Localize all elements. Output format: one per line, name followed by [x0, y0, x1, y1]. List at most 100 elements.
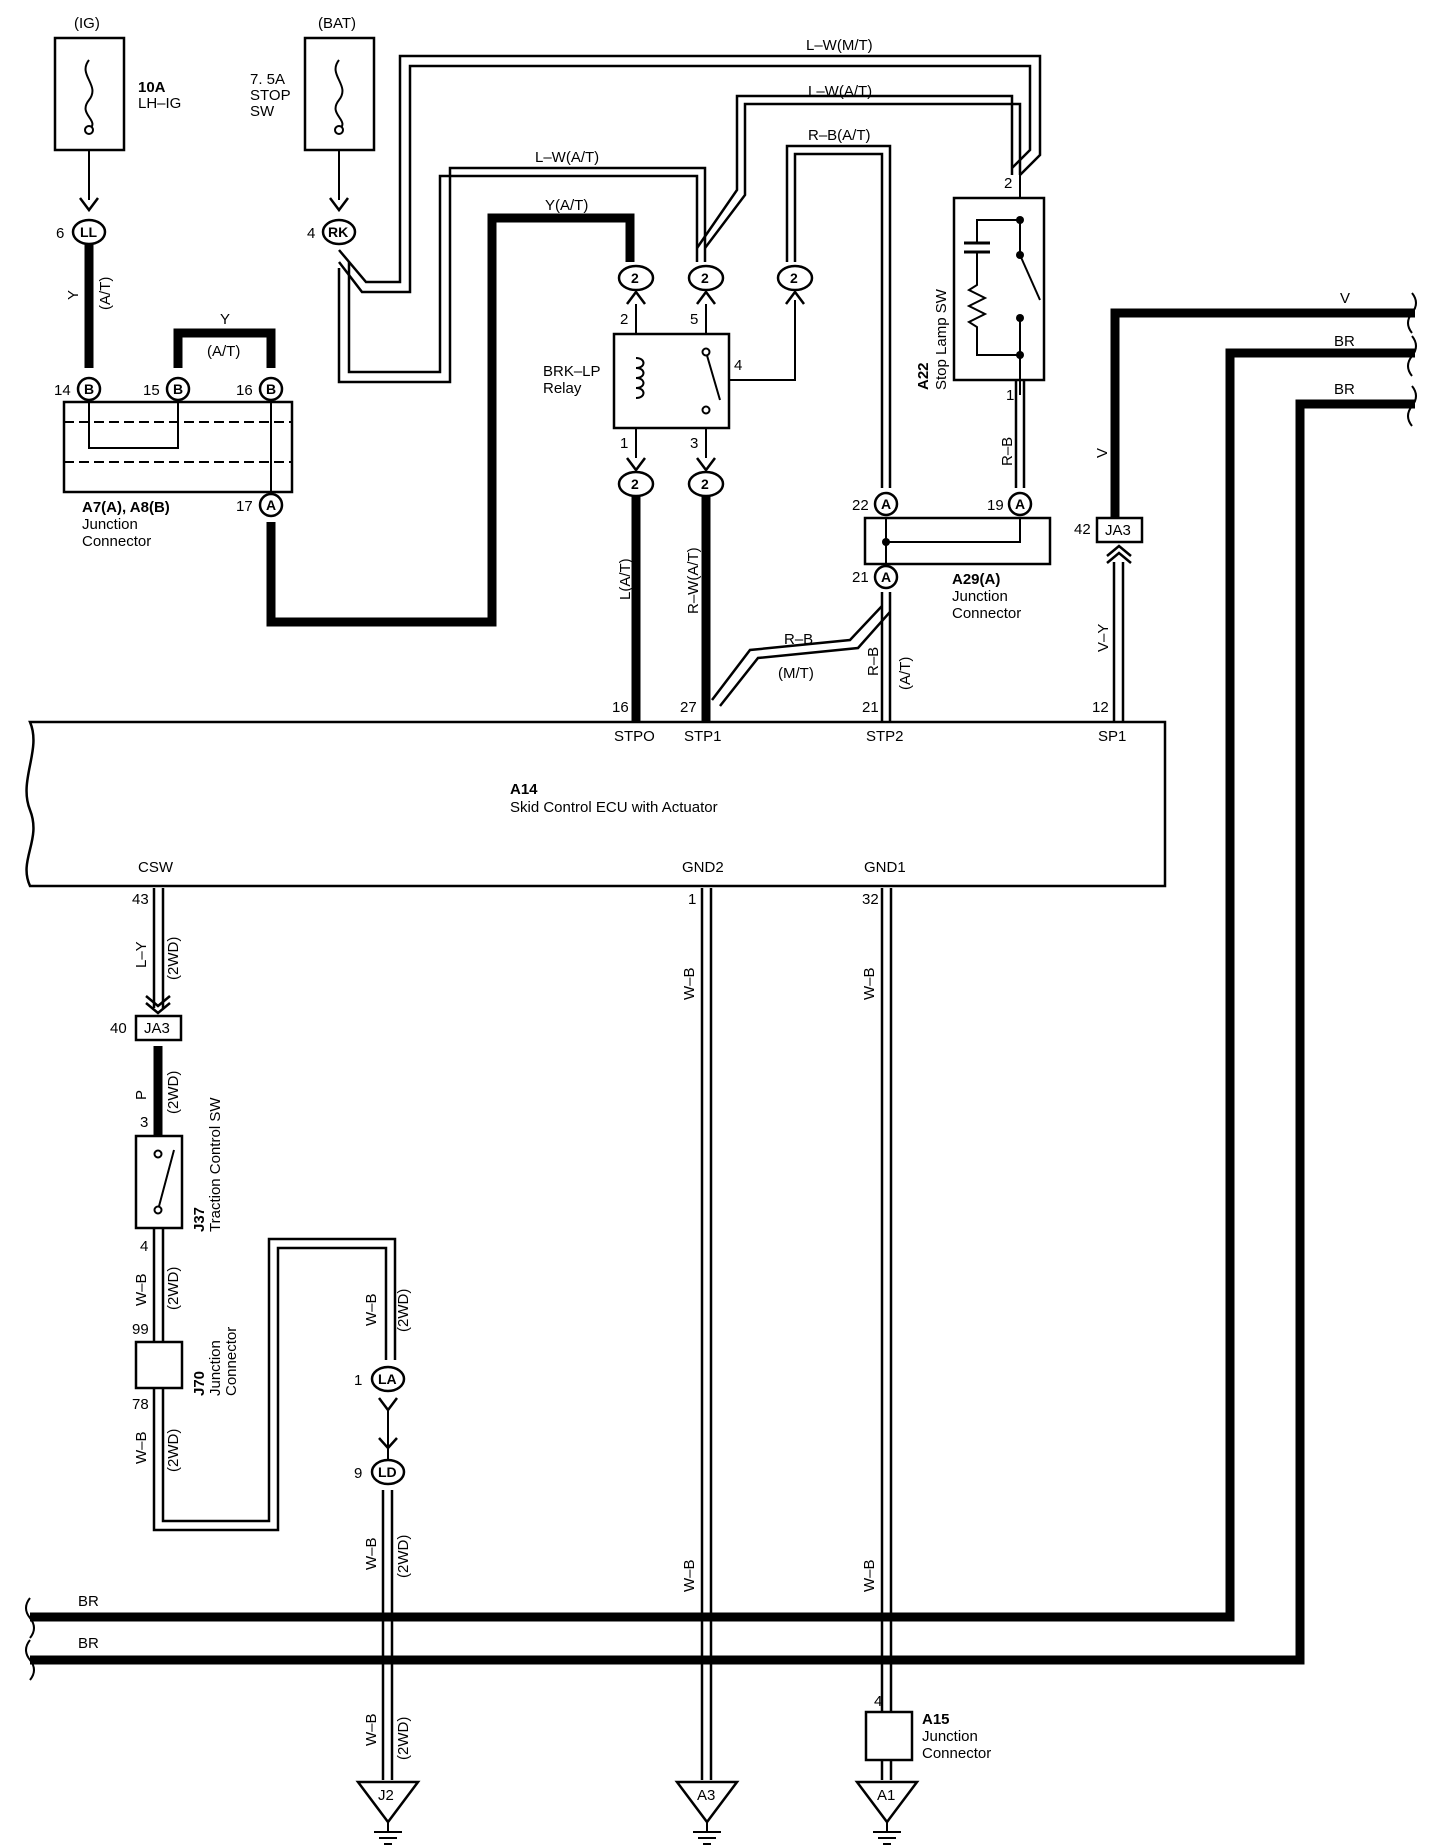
- arrow-down-icon: [145, 1002, 171, 1015]
- junction-a7-pin: [76, 376, 102, 402]
- relay-pin: 3: [690, 435, 698, 452]
- wire-lw-mt-inner: [338, 64, 1032, 294]
- junction-a29-line2: Connector: [952, 605, 1021, 622]
- fuse-ig: (IG) 10A LH–IG: [53, 15, 181, 152]
- wire-label: W–B: [861, 1559, 878, 1592]
- connector-rk-pin: 4: [307, 225, 315, 242]
- ecu-pin: 43: [132, 891, 149, 908]
- wire-label: W–B: [363, 1293, 380, 1326]
- wire-label: W–B: [681, 967, 698, 1000]
- wire-labels: L–W(M/T) L–W(A/T) R–B(A/T) L–W(A/T) Y(A/…: [65, 37, 1355, 1760]
- wire-label: BR: [78, 1593, 99, 1610]
- junction-a7-pin: [258, 376, 284, 402]
- ecu-terminal: GND1: [864, 859, 906, 876]
- wire-label: R–W(A/T): [685, 547, 702, 614]
- wire-label: (2WD): [165, 1267, 182, 1310]
- connector-ll-oval: [71, 218, 107, 246]
- traction-sw-id: J37: [191, 1207, 208, 1232]
- arrow-up-icon: [1106, 551, 1132, 564]
- wire-rb-at-inner: [793, 152, 884, 488]
- connector-ja3-left: 40 JA3: [110, 995, 183, 1042]
- junction-a29-letter: A: [881, 569, 891, 585]
- arrow-down-icon: [626, 457, 646, 473]
- relay-box: [612, 332, 731, 430]
- wire-rb-mt: [711, 605, 883, 701]
- wire-lw-at-2-inner: [695, 94, 1014, 249]
- ecu-body: [25, 720, 1167, 888]
- wire-v: [1110, 308, 1415, 522]
- stop-lamp-internal: [976, 219, 1020, 243]
- relay-pin: 4: [734, 357, 742, 374]
- junction-a29-bus: [885, 518, 1021, 543]
- a15-id: A15: [922, 1711, 950, 1728]
- ja3-right-pin: 42: [1074, 521, 1091, 538]
- j70-line2: Connector: [223, 1327, 240, 1396]
- wire-label: Y: [220, 311, 230, 328]
- wire-label: V–Y: [1095, 624, 1112, 652]
- ja3-left-pin: 40: [110, 1020, 127, 1037]
- junction-a29-letter: A: [881, 496, 891, 512]
- arrow-up-icon: [696, 289, 716, 305]
- stop-lamp-dot: [1016, 216, 1024, 224]
- junction-a7-pin: [165, 376, 191, 402]
- connector-rk-oval: [321, 218, 357, 246]
- junction-a7-pin-num: 15: [143, 382, 160, 399]
- relay-conn-label: 2: [701, 270, 709, 286]
- wire-rb-mt-inner: [719, 611, 891, 707]
- stop-lamp-pin: 1: [1006, 387, 1014, 404]
- wire-rb-at: [785, 144, 892, 488]
- ground-label: A3: [697, 1787, 715, 1804]
- wire-label: BR: [78, 1635, 99, 1652]
- relay-name-1: BRK–LP: [543, 363, 601, 380]
- stop-lamp-sw: 2 1 A22 Stop Lamp SW: [915, 175, 1046, 404]
- break-right-3: [1407, 385, 1417, 427]
- wire-label: (2WD): [395, 1717, 412, 1760]
- traction-sw-dot: [153, 1205, 163, 1215]
- resistor-icon: [966, 252, 1020, 356]
- wire-label: L–W(A/T): [808, 83, 872, 100]
- fuse-bat-name-1: STOP: [250, 87, 291, 104]
- wire-label: R–B: [784, 631, 813, 648]
- fuse-bat-name-2: SW: [250, 103, 275, 120]
- relay-pin: 5: [690, 311, 698, 328]
- arrow-down-icon: [378, 1397, 398, 1413]
- wire-label: L–W(M/T): [806, 37, 873, 54]
- junction-a29: 22 A 19 A 21 A A29(A) Junction Connector: [852, 491, 1052, 622]
- junction-a7-pin-num: 17: [236, 498, 253, 515]
- stop-lamp-name: Stop Lamp SW: [933, 288, 950, 390]
- ecu-pin: 32: [862, 891, 879, 908]
- wire-wb-j70: [152, 1246, 388, 1532]
- ecu-id: A14: [510, 781, 538, 798]
- connector-ja3-right: 42 JA3: [1074, 516, 1144, 564]
- wire-label: L–Y: [133, 941, 150, 968]
- wire-label: Y: [65, 290, 82, 300]
- relay-coil-icon: [635, 357, 645, 399]
- relay-pin: 1: [620, 435, 628, 452]
- relay-connectors: 2 2 2 2 2: [617, 264, 814, 498]
- junction-a29-pin: [873, 564, 899, 590]
- ecu-pin: 16: [612, 699, 629, 716]
- ground-icon: [674, 1780, 740, 1825]
- wire-label: (M/T): [778, 665, 814, 682]
- ground-a1: A1: [854, 1780, 920, 1845]
- la-label: LA: [378, 1371, 397, 1387]
- junction-a7-pin-letter: B: [84, 381, 94, 397]
- wire-y-at: [266, 213, 635, 627]
- junction-a7-pin-num: 16: [236, 382, 253, 399]
- ecu-pin: 21: [862, 699, 879, 716]
- traction-sw-pin: 3: [140, 1114, 148, 1131]
- ecu-terminal: STP1: [684, 728, 722, 745]
- ground-icon: [355, 1780, 421, 1825]
- break-left-1: [25, 1597, 35, 1639]
- wire-label: (A/T): [97, 277, 114, 310]
- fuse-ig-terminal: [84, 125, 94, 135]
- relay-contact: [705, 351, 721, 401]
- a15-pin: 4: [874, 1693, 882, 1710]
- relay-pin: 2: [620, 311, 628, 328]
- connector-rk: 4 RK: [307, 197, 357, 246]
- ja3-left-label: JA3: [144, 1020, 170, 1037]
- wire-break-marks: [25, 292, 1417, 1681]
- wire-lw-at-1-inner: [347, 174, 699, 374]
- relay-conn-label: 2: [790, 270, 798, 286]
- junction-a29-letter: A: [1015, 496, 1025, 512]
